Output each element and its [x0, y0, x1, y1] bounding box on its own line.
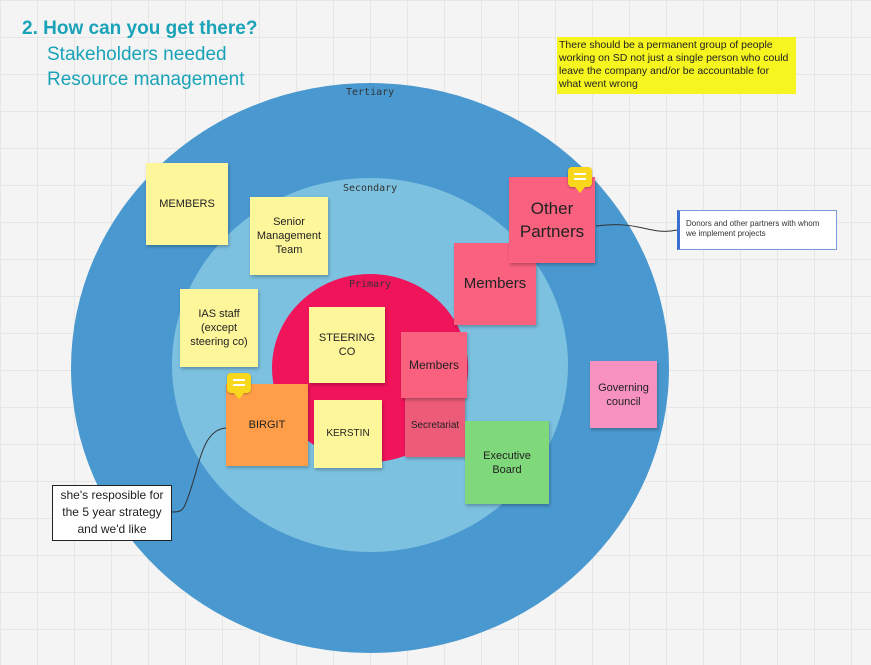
- donors-note[interactable]: Donors and other partners with whom we i…: [677, 210, 837, 250]
- page-title: 2. How can you get there?: [22, 18, 258, 39]
- primary-label: Primary: [349, 279, 392, 290]
- subtitle-resource: Resource management: [47, 69, 245, 90]
- sticky-governing-council[interactable]: Governing council: [590, 361, 657, 428]
- secondary-label: Secondary: [343, 183, 398, 194]
- sticky-kerstin[interactable]: KERSTIN: [314, 400, 382, 468]
- sticky-secretariat[interactable]: Secretariat: [405, 395, 465, 457]
- sticky-members-primary[interactable]: Members: [401, 332, 467, 398]
- sticky-steering-co[interactable]: STEERING CO: [309, 307, 385, 383]
- comment-icon[interactable]: [568, 167, 592, 193]
- comment-icon[interactable]: [227, 373, 251, 399]
- subtitle-stakeholders: Stakeholders needed: [47, 44, 227, 65]
- sticky-ias-staff[interactable]: IAS staff (except steering co): [180, 289, 258, 367]
- birgit-comment-box[interactable]: she's resposible for the 5 year strategy…: [52, 485, 172, 541]
- sticky-senior-management[interactable]: Senior Management Team: [250, 197, 328, 275]
- tertiary-label: Tertiary: [346, 87, 395, 98]
- sticky-executive-board[interactable]: Executive Board: [465, 421, 549, 504]
- permanent-group-note[interactable]: There should be a permanent group of peo…: [557, 37, 796, 94]
- sticky-members-yellow[interactable]: MEMBERS: [146, 163, 228, 245]
